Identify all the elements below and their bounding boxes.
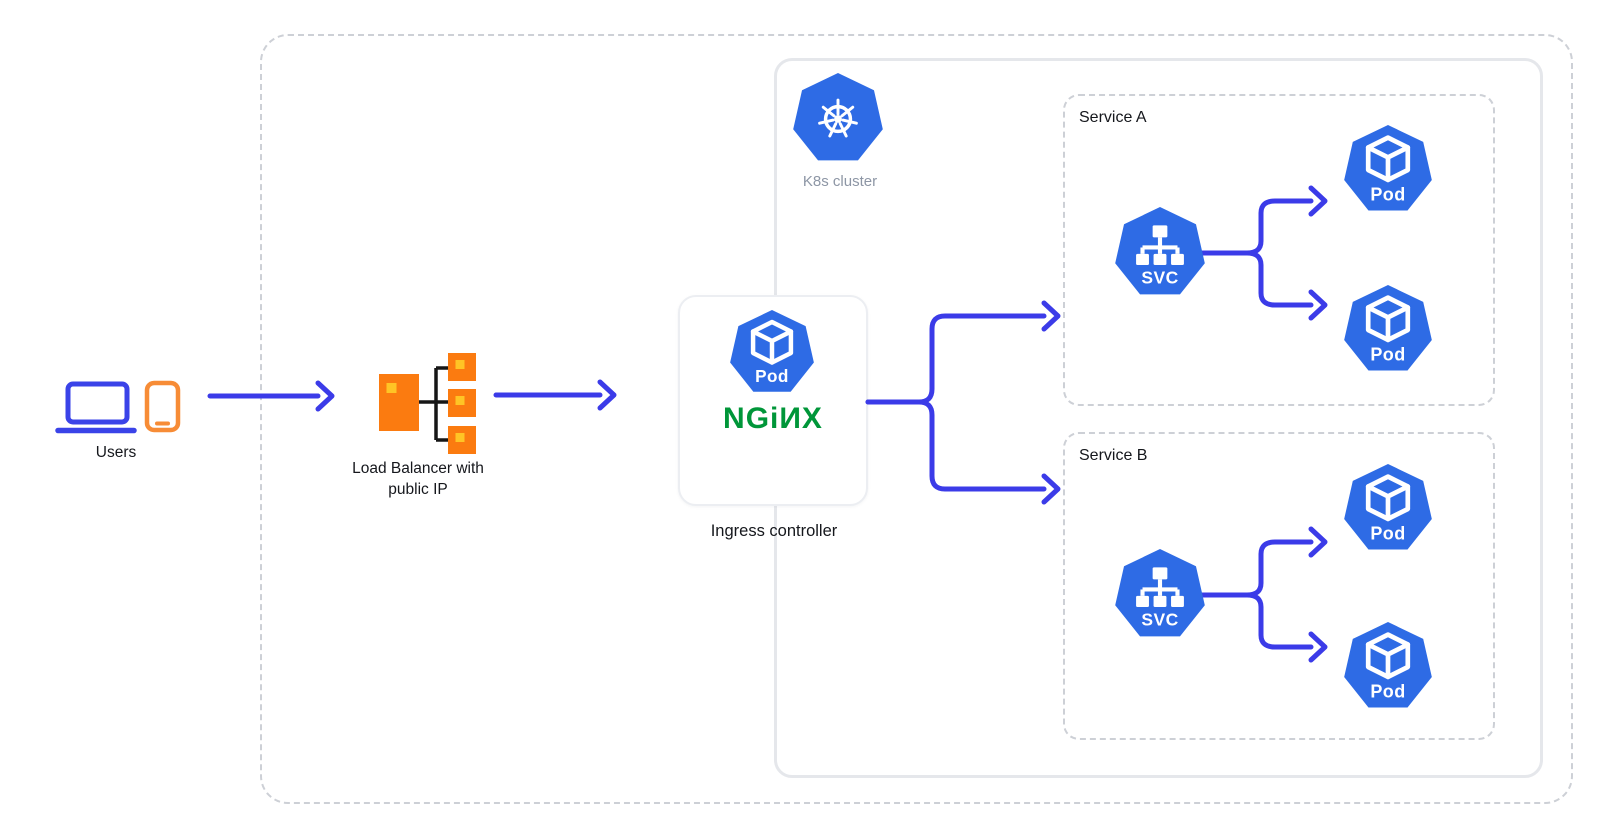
users-label: Users [95, 444, 137, 461]
load-balancer-label: Load Balancer with public IP [352, 458, 484, 500]
pod-label: Pod [755, 366, 789, 386]
svc-label: SVC [1141, 609, 1178, 629]
external-zone-box [260, 34, 1573, 804]
k8s-cluster-label: K8s cluster [802, 173, 878, 190]
k8s-logo-node [793, 73, 883, 161]
ingress-controller-label: Ingress controller [710, 522, 838, 540]
service-a-svc-node: SVC [1115, 207, 1205, 295]
smartphone-icon [144, 380, 181, 433]
service-a-pod-2-node: Pod [1344, 285, 1432, 371]
pod-label: Pod [1370, 345, 1405, 365]
pod-label: Pod [1370, 185, 1405, 205]
service-a-pod-1-node: Pod [1344, 125, 1432, 211]
service-b-pod-2-node: Pod [1344, 622, 1432, 708]
service-b-pod-1-node: Pod [1344, 464, 1432, 550]
service-b-svc-node: SVC [1115, 549, 1205, 637]
svc-label: SVC [1141, 267, 1178, 287]
service-a-title: Service A [1079, 109, 1147, 126]
service-b-title: Service B [1079, 447, 1148, 464]
service-a-box [1063, 94, 1495, 406]
service-b-box [1063, 432, 1495, 740]
load-balancer-label-line2: public IP [388, 481, 448, 498]
laptop-icon [55, 381, 137, 434]
pod-label: Pod [1370, 524, 1405, 544]
ingress-pod-node: Pod [730, 310, 814, 392]
nginx-logo: NGiИX [723, 402, 823, 435]
load-balancer-label-line1: Load Balancer with [352, 460, 484, 477]
pod-label: Pod [1370, 682, 1405, 702]
